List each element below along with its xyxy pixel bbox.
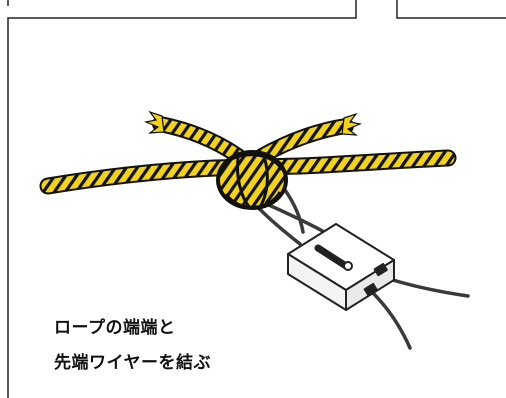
frayed-end-right xyxy=(341,112,363,136)
clamp-hole-lower xyxy=(363,282,378,297)
wire-exit-bottom xyxy=(370,290,412,350)
right-panel-border xyxy=(396,0,506,19)
rope-strand-upper-left xyxy=(152,116,246,164)
wire-right-long xyxy=(283,188,305,234)
left-panel-border xyxy=(7,0,357,398)
panel-borders xyxy=(7,0,506,398)
caption-line-1: ロープの端端と xyxy=(54,318,176,338)
clamp-screw xyxy=(343,261,353,271)
caption-line-2: 先端ワイヤーを結ぶ xyxy=(54,353,211,373)
frayed-end-left xyxy=(143,110,165,134)
wire-clamp-block xyxy=(287,223,395,311)
frayed-rope-ends xyxy=(143,110,363,136)
clamp-hole-upper xyxy=(373,262,388,277)
rope-knot xyxy=(216,150,288,211)
clamp-slot xyxy=(314,244,350,270)
rope-strand-upper-right xyxy=(254,118,354,164)
